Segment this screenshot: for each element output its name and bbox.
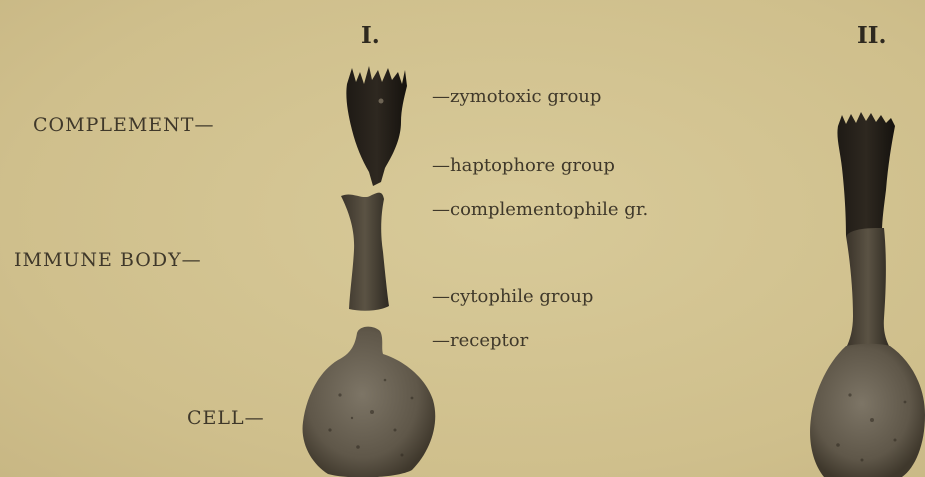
immune-body-shape: [341, 193, 389, 311]
cell-shape-one: [303, 327, 436, 477]
complement-shape-one: [346, 66, 407, 186]
complex-shape-two: [810, 112, 925, 477]
